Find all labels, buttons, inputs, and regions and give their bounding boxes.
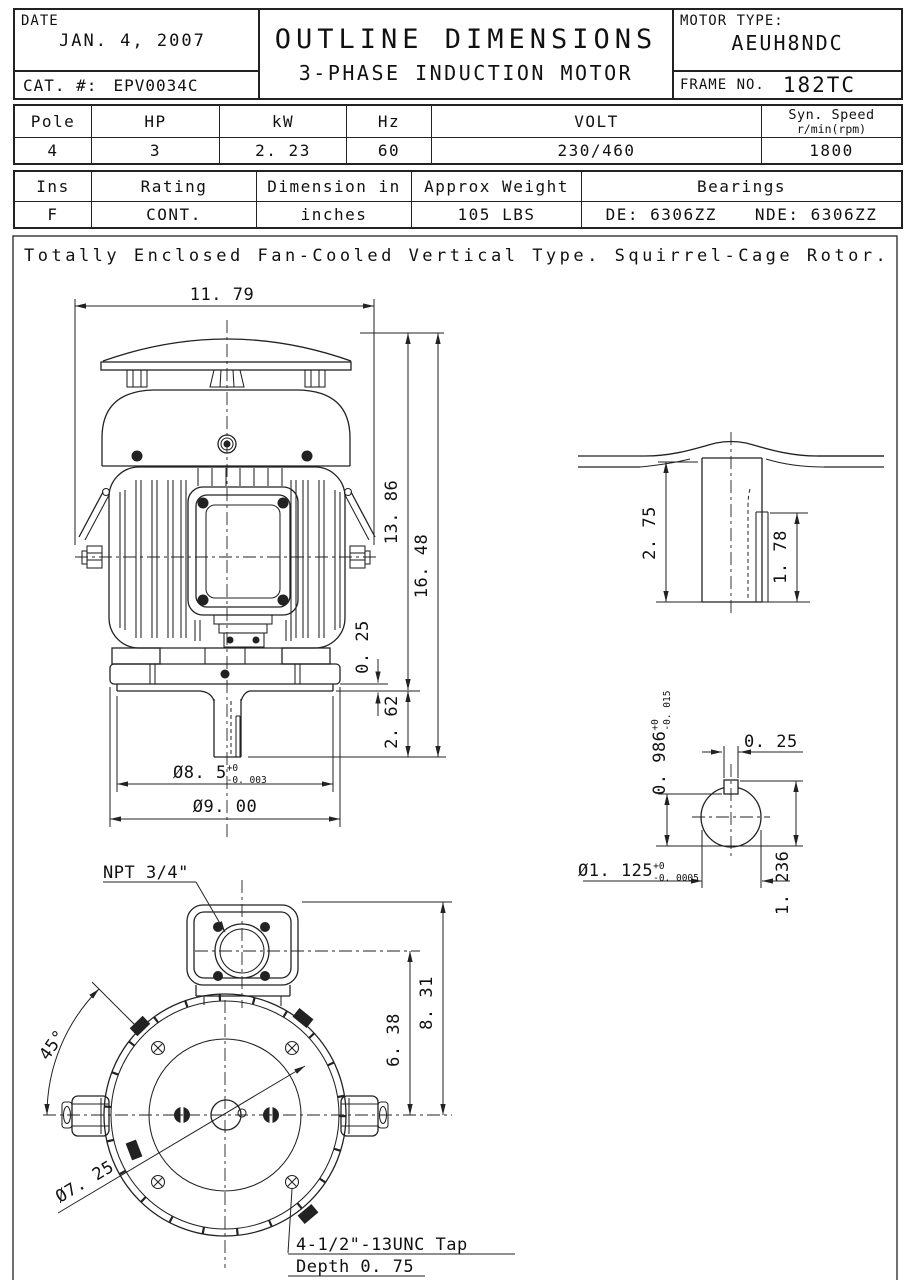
motor-type-cell: MOTOR TYPE: AEUH8NDC: [674, 10, 901, 72]
col-header-syn-speed: Syn. Speed r/min(rpm): [762, 106, 901, 138]
date-label: DATE: [21, 13, 59, 29]
description-note: Totally Enclosed Fan-Cooled Vertical Typ…: [24, 246, 890, 266]
bearing-de: DE: 6306ZZ: [605, 205, 717, 224]
lifting-lugs: [78, 487, 376, 541]
col-header-weight: Approx Weight: [412, 172, 582, 202]
bottom-view: Ø7. 25 45° NPT 3/4" 6. 38 8. 31 4-1/2"-1…: [35, 863, 515, 1277]
value-hz: 60: [347, 138, 432, 163]
col-header-kw: kW: [220, 106, 347, 138]
value-hp: 3: [92, 138, 220, 163]
value-rating: CONT.: [92, 202, 257, 227]
value-kw: 2. 23: [220, 138, 347, 163]
cooling-fins: [119, 468, 341, 641]
base-and-shaft: [109, 647, 341, 758]
terminal-box-front: [187, 486, 299, 648]
date-value: JAN. 4, 2007: [59, 31, 206, 51]
note-tap-line1: 4-1/2"-13UNC Tap: [296, 1235, 468, 1255]
front-view-dimensions: 11. 79 13. 86 16. 48 0. 25 2. 62 Ø8. 5+0…: [74, 285, 446, 827]
col-header-pole: Pole: [15, 106, 92, 138]
value-pole: 4: [15, 138, 92, 163]
tap-holes: [150, 1040, 300, 1190]
col-header-ins: Ins: [15, 172, 92, 202]
title-block-left: DATE JAN. 4, 2007 CAT. #: EPV0034C: [15, 10, 260, 98]
col-header-volt: VOLT: [432, 106, 762, 138]
dim-front-height-flange: 13. 86: [382, 480, 402, 544]
col-header-hp: HP: [92, 106, 220, 138]
label-npt: NPT 3/4": [103, 863, 189, 883]
page-subtitle: 3-PHASE INDUCTION MOTOR: [298, 60, 634, 85]
motor-type-label: MOTOR TYPE:: [680, 13, 784, 29]
motor-type-value: AEUH8NDC: [731, 31, 844, 55]
dim-front-step: 0. 25: [353, 620, 373, 674]
dim-front-flange-dia: Ø9. 00: [193, 797, 257, 817]
dim-key-overall: 1. 236: [773, 851, 793, 915]
syn-speed-line1: Syn. Speed: [788, 107, 875, 124]
dim-bolt-circle: Ø7. 25: [52, 1157, 118, 1207]
bearing-nde: NDE: 6306ZZ: [754, 205, 878, 224]
dim-center-to-conduit: 6. 38: [384, 1013, 404, 1067]
front-view: 11. 79 13. 86 16. 48 0. 25 2. 62 Ø8. 5+0…: [74, 285, 446, 840]
frame-label: FRAME NO.: [680, 77, 765, 93]
drawing-border: [12, 235, 898, 1280]
dim-shaft-length: 2. 75: [640, 506, 660, 560]
col-header-hz: Hz: [347, 106, 432, 138]
syn-speed-line2: r/min(rpm): [796, 121, 867, 136]
bottom-view-dimensions: Ø7. 25 45° NPT 3/4" 6. 38 8. 31 4-1/2"-1…: [35, 863, 515, 1277]
dim-center-to-box-top: 8. 31: [417, 976, 437, 1030]
spec-table-electrical: Pole HP kW Hz VOLT Syn. Speed r/min(rpm)…: [13, 104, 903, 165]
dim-key-height: 0. 986+0-0. 015: [650, 691, 673, 795]
cat-value: EPV0034C: [113, 75, 199, 95]
terminal-box-bottom: [186, 904, 299, 1006]
frame-value: 182TC: [782, 73, 857, 97]
note-tap-line2: Depth 0. 75: [296, 1257, 414, 1277]
value-bearings: DE: 6306ZZ NDE: 6306ZZ: [582, 202, 901, 227]
value-syn-speed: 1800: [809, 141, 854, 160]
side-bolts: [81, 545, 371, 569]
dim-angle: 45°: [35, 1026, 70, 1064]
title-block-center: OUTLINE DIMENSIONS 3-PHASE INDUCTION MOT…: [260, 10, 674, 98]
value-weight: 105 LBS: [412, 202, 582, 227]
dim-front-height-total: 16. 48: [412, 534, 432, 598]
title-block: DATE JAN. 4, 2007 CAT. #: EPV0034C OUTLI…: [13, 8, 903, 100]
cat-label: CAT. #:: [23, 75, 98, 95]
shaft-detail-view: 2. 75 1. 78: [578, 432, 884, 614]
dim-shaft-dia: Ø1. 125+0-0. 0005: [578, 861, 699, 884]
title-block-right: MOTOR TYPE: AEUH8NDC FRAME NO. 182TC: [674, 10, 901, 98]
dim-key-length: 1. 78: [771, 530, 791, 584]
keyway-dimensions: 0. 25 0. 986+0-0. 015 1. 236 Ø1. 125+0-0…: [578, 691, 803, 915]
spec-table-mechanical: Ins Rating Dimension in Approx Weight Be…: [13, 170, 903, 229]
keyway-section-view: 0. 25 0. 986+0-0. 015 1. 236 Ø1. 125+0-0…: [578, 691, 803, 915]
value-volt: 230/460: [432, 138, 762, 163]
col-header-rating: Rating: [92, 172, 257, 202]
dim-front-pilot-dia: Ø8. 5+0-0. 003: [173, 763, 267, 786]
cat-cell: CAT. #: EPV0034C: [15, 72, 258, 98]
shaft-detail-dimensions: 2. 75 1. 78: [640, 461, 810, 603]
frame-cell: FRAME NO. 182TC: [674, 72, 901, 98]
date-cell: DATE JAN. 4, 2007: [15, 10, 258, 72]
dim-front-shaft-ext: 2. 62: [382, 695, 402, 749]
dim-front-width: 11. 79: [190, 285, 254, 305]
value-dimension-unit: inches: [257, 202, 412, 227]
col-header-dimension: Dimension in: [257, 172, 412, 202]
col-header-bearings: Bearings: [582, 172, 901, 202]
page-title: OUTLINE DIMENSIONS: [274, 23, 658, 55]
dim-key-width: 0. 25: [744, 732, 798, 752]
value-ins: F: [15, 202, 92, 227]
